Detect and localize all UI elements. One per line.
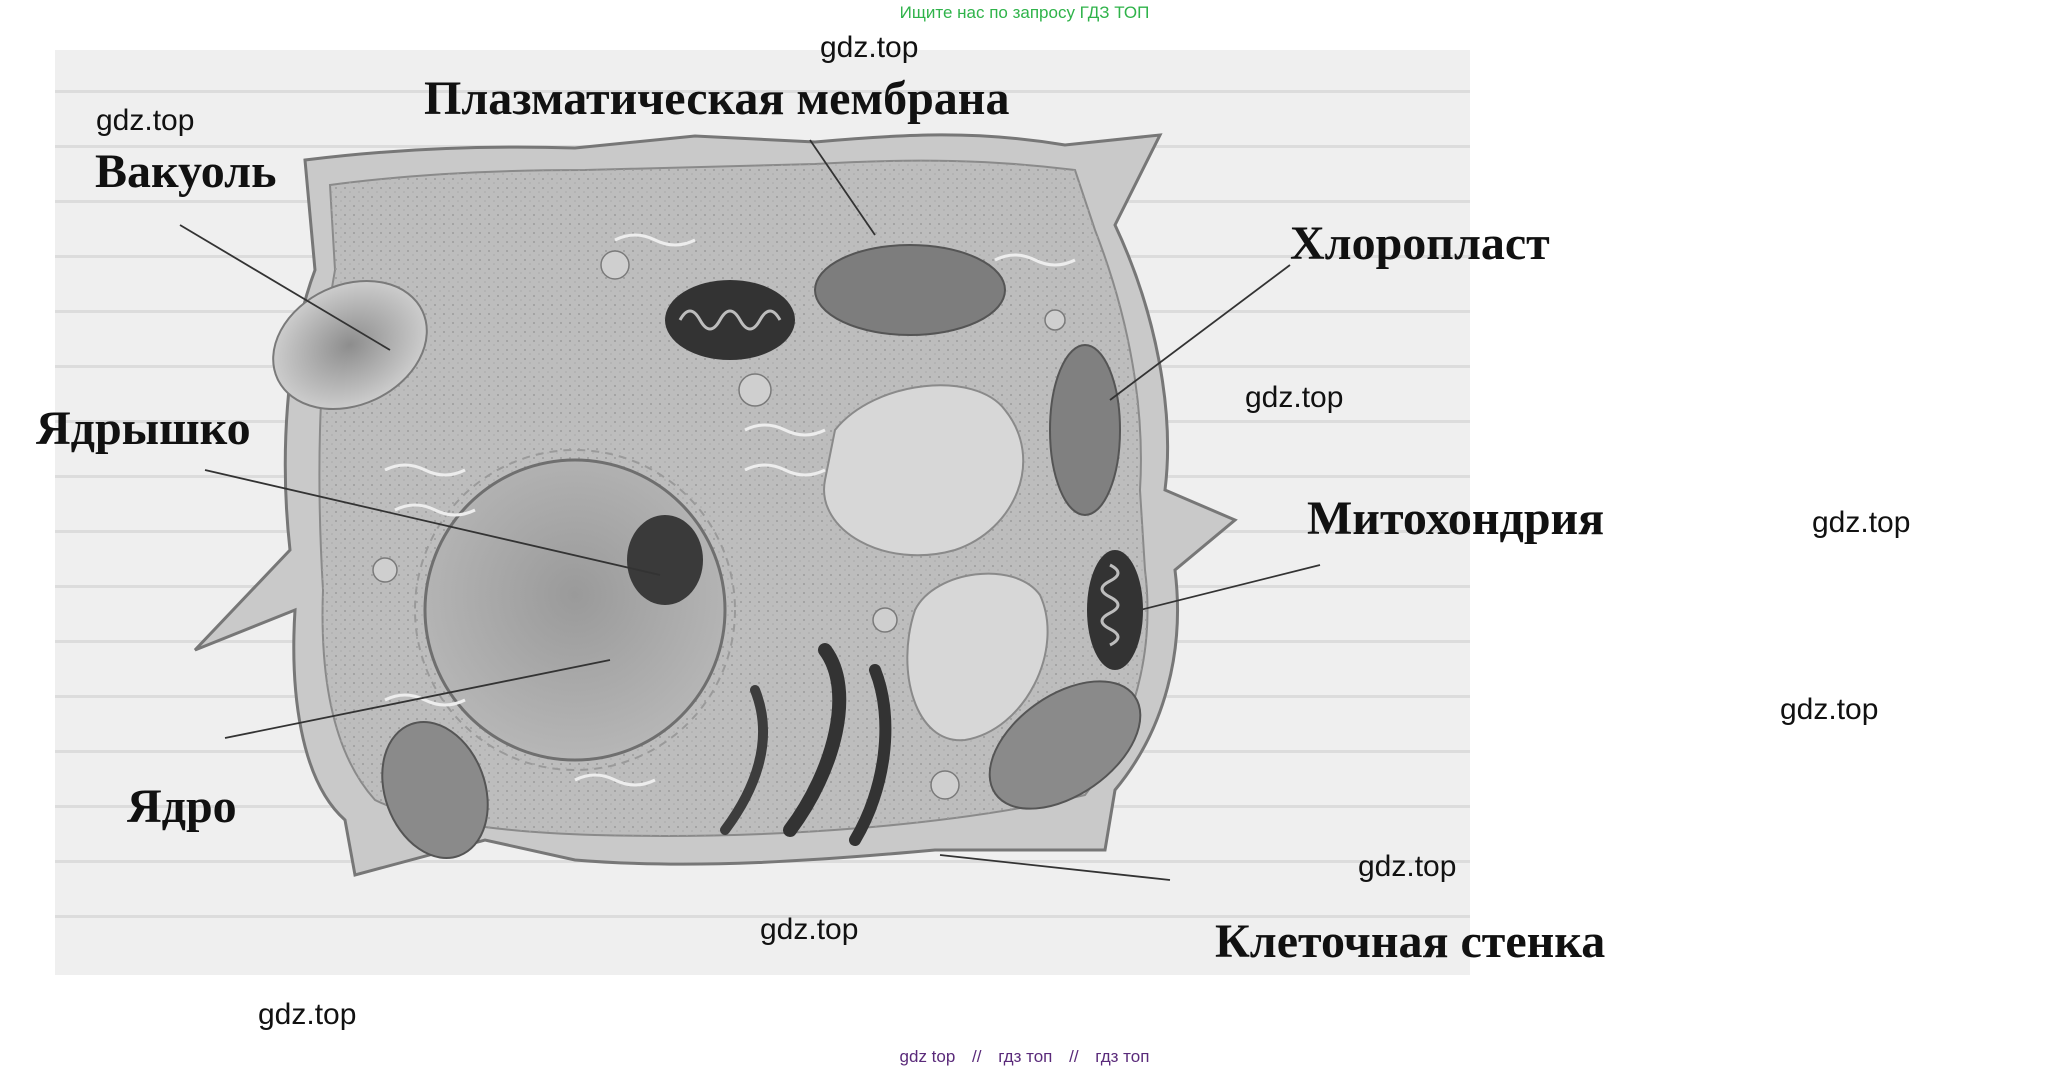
endoplasmic-reticulum-body [849,664,892,846]
watermark: gdz.top [1358,850,1457,883]
label-plasma-membrane: Плазматическая мембрана [424,72,1010,125]
watermark: gdz.top [1780,693,1879,726]
label-vacuole: Вакуоль [95,145,277,198]
nucleus [423,458,727,762]
footer-separator: // [972,1047,982,1066]
watermark: gdz.top [96,104,195,137]
nucleus-envelope [414,449,736,771]
label-nucleus: Ядро [127,780,237,833]
nucleolus [627,515,703,605]
watermark: gdz.top [760,913,859,946]
footer-link[interactable]: гдз топ [998,1047,1053,1066]
endoplasmic-reticulum-body [720,685,768,835]
endoplasmic-reticulum-body [783,643,847,837]
mitochondrion-cristae [1100,563,1120,647]
mitochondrion-top [665,280,795,360]
watermark: gdz.top [258,998,357,1031]
watermark: gdz.top [1245,381,1344,414]
chloroplast-right [1049,344,1121,516]
watermark: gdz.top [820,31,919,64]
mitochondrion-cristae [678,309,782,331]
label-chloroplast: Хлоропласт [1290,217,1550,270]
footer-separator: // [1069,1047,1079,1066]
label-nucleolus: Ядрышко [36,402,251,455]
chloroplast-top [814,244,1006,336]
watermark: gdz.top [1812,506,1911,539]
footer-link[interactable]: gdz top [899,1047,956,1066]
footer-links: gdz top // гдз топ // гдз топ [0,1047,2049,1067]
label-cell-wall: Клеточная стенка [1215,915,1606,968]
central-vacuole-lower [906,572,1049,742]
top-banner: Ищите нас по запросу ГДЗ ТОП [899,3,1150,22]
central-vacuole [823,384,1025,557]
label-mitochondrion: Митохондрия [1307,492,1605,545]
chloroplast-bottom-right [988,680,1142,810]
footer-link[interactable]: гдз топ [1095,1047,1150,1066]
background-text-line [55,90,1470,93]
background-text-line [55,915,1470,918]
